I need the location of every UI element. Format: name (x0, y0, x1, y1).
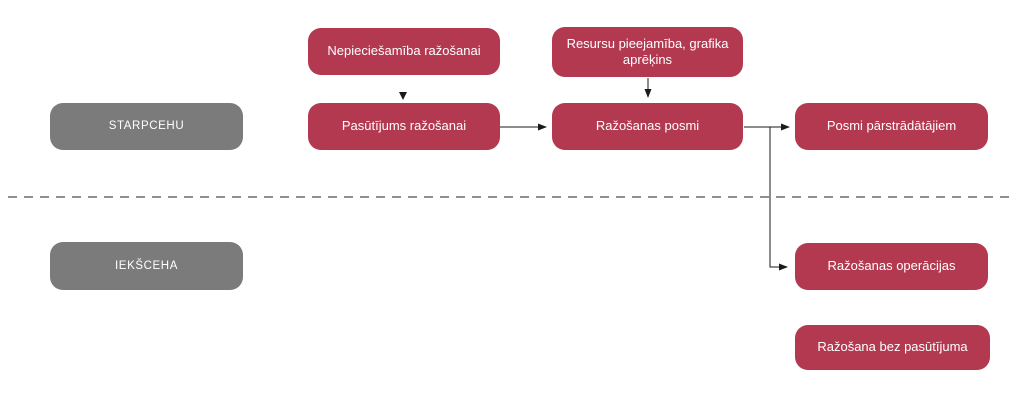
node-stages-to-processors: Posmi pārstrādātājiem (795, 103, 988, 150)
lane-ieksceha-label: IEKŠCEHA (115, 259, 178, 272)
node-production-stages-label: Ražošanas posmi (595, 118, 700, 134)
node-resource-availability-label: Resursu pieejamība, grafika aprēķins (566, 35, 729, 67)
node-resource-availability: Resursu pieejamība, grafika aprēķins (552, 27, 743, 77)
node-production-order-label: Pasūtījums ražošanai (341, 118, 467, 134)
lane-ieksceha: IEKŠCEHA (50, 242, 243, 290)
node-production-without-order-label: Ražošana bez pasūtījuma (817, 339, 968, 355)
node-production-operations-label: Ražošanas operācijas (827, 258, 956, 274)
node-production-need: Nepieciešamība ražošanai (308, 28, 500, 75)
node-stages-to-processors-label: Posmi pārstrādātājiem (826, 118, 957, 134)
node-production-without-order: Ražošana bez pasūtījuma (795, 325, 990, 370)
arrow-need-to-order (399, 92, 407, 100)
node-production-operations: Ražošanas operācijas (795, 243, 988, 290)
lane-divider-dashed-line (8, 196, 1016, 198)
node-production-stages: Ražošanas posmi (552, 103, 743, 150)
node-production-need-label: Nepieciešamība ražošanai (327, 43, 481, 59)
lane-starpcehu-label: STARPCEHU (108, 120, 185, 133)
node-production-order: Pasūtījums ražošanai (308, 103, 500, 150)
lane-starpcehu: STARPCEHU (50, 103, 243, 150)
